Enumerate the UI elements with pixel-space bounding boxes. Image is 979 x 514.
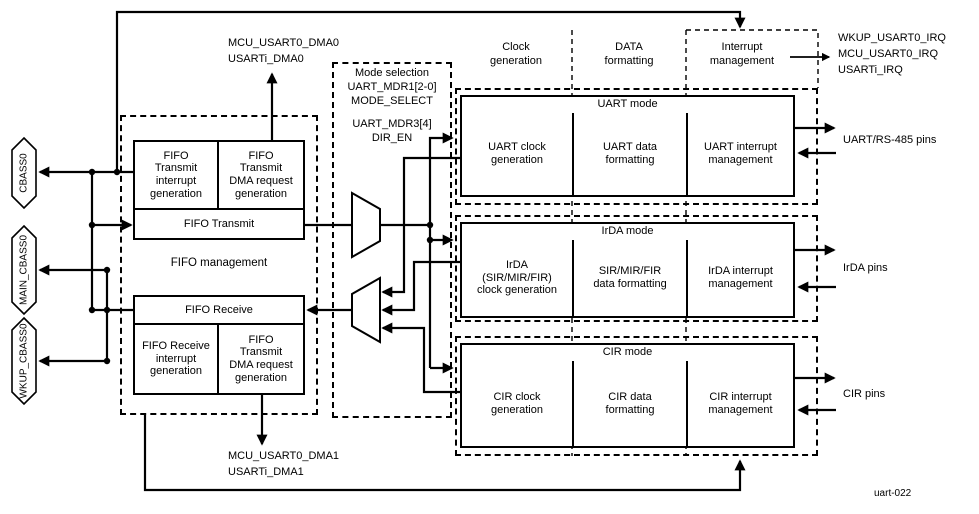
bus-ports: CBASS0 MAIN_CBASS0 WKUP_CBASS0 — [11, 136, 37, 406]
mode-selection-field2: DIR_EN — [371, 132, 413, 144]
uart-mode-divider-1 — [572, 113, 574, 195]
transmit-mux — [351, 191, 381, 259]
cir-data-formatting-cell: CIR data formatting — [605, 390, 655, 416]
clock-generation-header: Clock generation — [490, 41, 542, 68]
mode-selection-field1: MODE_SELECT — [351, 95, 433, 107]
cir-mode-divider-2 — [686, 361, 688, 446]
data-formatting-header: DATA formatting — [604, 41, 654, 68]
main-cbass0-port — [11, 224, 37, 316]
mode-selection-reg1: UART_MDR1[2-0] — [347, 81, 437, 93]
irda-mode-region — [455, 215, 818, 322]
fifo-management-group — [120, 115, 318, 415]
top-feedback-wire — [115, 10, 746, 172]
irda-clock-generation-cell: IrDA (SIR/MIR/FIR) clock generation — [476, 258, 558, 297]
cir-mode-divider-1 — [572, 361, 574, 446]
irda-interrupt-management-cell: IrDA interrupt management — [708, 265, 773, 290]
mode-selection-title: Mode selection — [355, 67, 429, 79]
cir-interrupt-management-cell: CIR interrupt management — [708, 390, 773, 416]
uart-receive-wire — [381, 156, 460, 298]
fifo-receive-interrupt-box: FIFO Receive interrupt generation — [133, 323, 219, 395]
irda-mode-title: IrDA mode — [601, 225, 654, 237]
fifo-receive-box: FIFO Receive — [133, 295, 305, 325]
cir-pins-label: CIR pins — [843, 388, 886, 400]
uart-pins-label: UART/RS-485 pins — [843, 134, 937, 146]
receive-mux — [351, 276, 381, 344]
fifo-management-label: FIFO management — [170, 257, 268, 269]
main-cbass0-label: MAIN_CBASS0 — [19, 235, 30, 305]
cir-mode-region — [455, 336, 818, 456]
tx-fanout-uart-wire — [428, 132, 454, 368]
fifo-receive-dma-box: FIFO Transmit DMA request generation — [217, 323, 305, 395]
irda-data-formatting-cell: SIR/MIR/FIR data formatting — [593, 265, 667, 290]
uart-clock-generation-cell: UART clock generation — [488, 141, 546, 166]
fifo-transmit-box: FIFO Transmit — [133, 208, 305, 240]
irda-mode-box: IrDA mode IrDA (SIR/MIR/FIR) clock gener… — [460, 222, 795, 318]
uart-mode-box: UART mode UART clock generation UART dat… — [460, 95, 795, 197]
irda-receive-wire — [381, 260, 460, 316]
uart-mode-region — [455, 88, 818, 205]
uart-data-formatting-cell: UART data formatting — [602, 141, 657, 166]
irda-mode-divider-1 — [572, 240, 574, 316]
mux-wiring — [305, 132, 460, 394]
fifo-transmit-interrupt-box: FIFO Transmit interrupt generation — [133, 140, 219, 210]
cbass0-port — [11, 136, 37, 210]
fifo-transmit-dma-box: FIFO Transmit DMA request generation — [217, 140, 305, 210]
dma0-label: MCU_USART0_DMA0 USARTi_DMA0 — [228, 37, 340, 65]
wkup-cbass0-label: WKUP_CBASS0 — [19, 323, 30, 398]
cir-receive-wire — [381, 322, 460, 394]
junction-dots — [88, 168, 434, 365]
uart-interrupt-management-cell: UART interrupt management — [704, 141, 777, 166]
mode-selection-reg2: UART_MDR3[4] — [352, 118, 432, 130]
cir-clock-generation-cell: CIR clock generation — [491, 390, 543, 416]
interrupt-management-header: Interrupt management — [709, 41, 775, 68]
dma1-label: MCU_USART0_DMA1 USARTi_DMA1 — [228, 450, 340, 478]
bottom-feedback-wire — [143, 415, 746, 492]
cbass0-label: CBASS0 — [19, 153, 30, 193]
irda-mode-divider-2 — [686, 240, 688, 316]
wkup-cbass0-port — [11, 316, 37, 406]
irda-pins-label: IrDA pins — [843, 262, 888, 274]
uart-mode-divider-2 — [686, 113, 688, 195]
uart-mode-title: UART mode — [597, 98, 658, 110]
cir-mode-title: CIR mode — [602, 346, 653, 358]
irq-labels: WKUP_USART0_IRQ MCU_USART0_IRQ USARTi_IR… — [838, 32, 946, 76]
figure-label: uart-022 — [874, 488, 912, 499]
mode-selection-text: Mode selection UART_MDR1[2-0] MODE_SELEC… — [334, 66, 450, 145]
cir-mode-box: CIR mode CIR clock generation CIR data f… — [460, 343, 795, 448]
